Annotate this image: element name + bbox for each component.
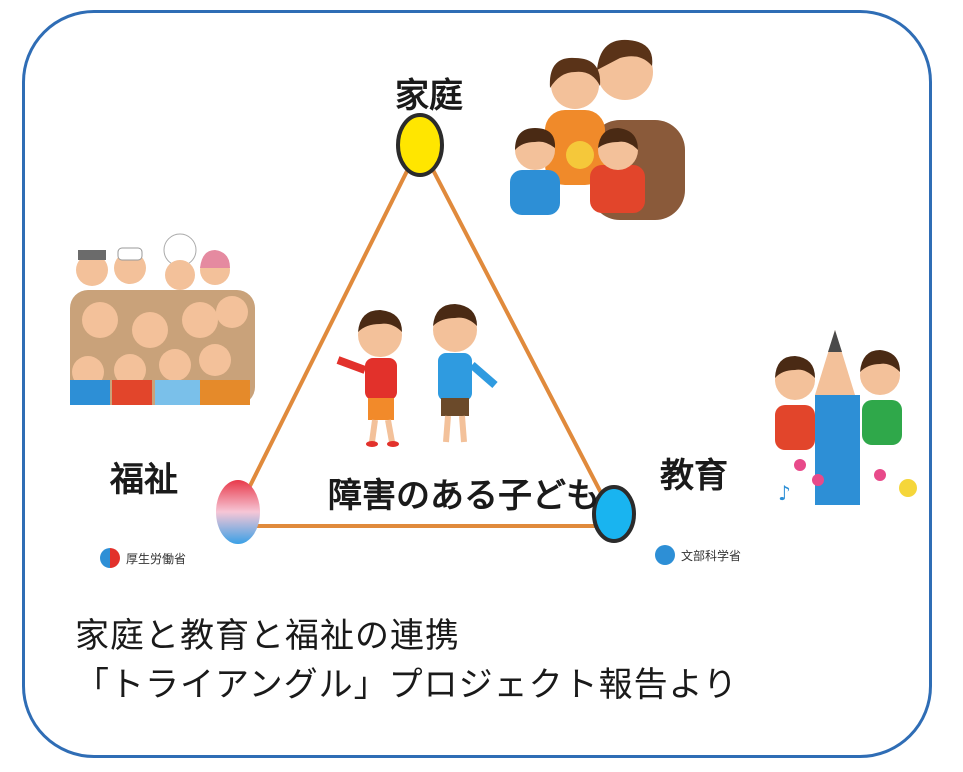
- svg-text:♪: ♪: [778, 481, 791, 505]
- education-label: 教育: [660, 456, 728, 496]
- caption: 家庭と教育と福祉の連携 「トライアングル」プロジェクト報告より: [75, 612, 738, 710]
- center-label: 障害のある子ども: [328, 476, 600, 516]
- caption-line-2: 「トライアングル」プロジェクト報告より: [75, 665, 738, 705]
- family-illustration: [510, 39, 685, 220]
- education-ministry-name: 文部科学省: [681, 548, 742, 563]
- education-illustration: ♪: [775, 330, 917, 505]
- education-ministry-logo: 文部科学省: [655, 545, 741, 565]
- family-label: 家庭: [395, 76, 463, 116]
- welfare-ministry-name: 厚生労働省: [126, 551, 187, 566]
- welfare-node: [216, 480, 260, 544]
- caption-line-1: 家庭と教育と福祉の連携: [75, 616, 460, 656]
- ministry-mark-icon: [100, 548, 120, 568]
- edge-family-education: [418, 144, 614, 515]
- welfare-ministry-logo: 厚生労働省: [100, 548, 186, 568]
- education-node: [592, 485, 636, 543]
- triangle-edges: [236, 144, 614, 528]
- edge-family-welfare: [236, 144, 422, 511]
- family-node: [396, 113, 444, 177]
- ministry-mark-icon: [655, 545, 675, 565]
- welfare-label: 福祉: [110, 460, 178, 500]
- welfare-group-illustration: [70, 233, 255, 405]
- children-illustration: [336, 304, 498, 447]
